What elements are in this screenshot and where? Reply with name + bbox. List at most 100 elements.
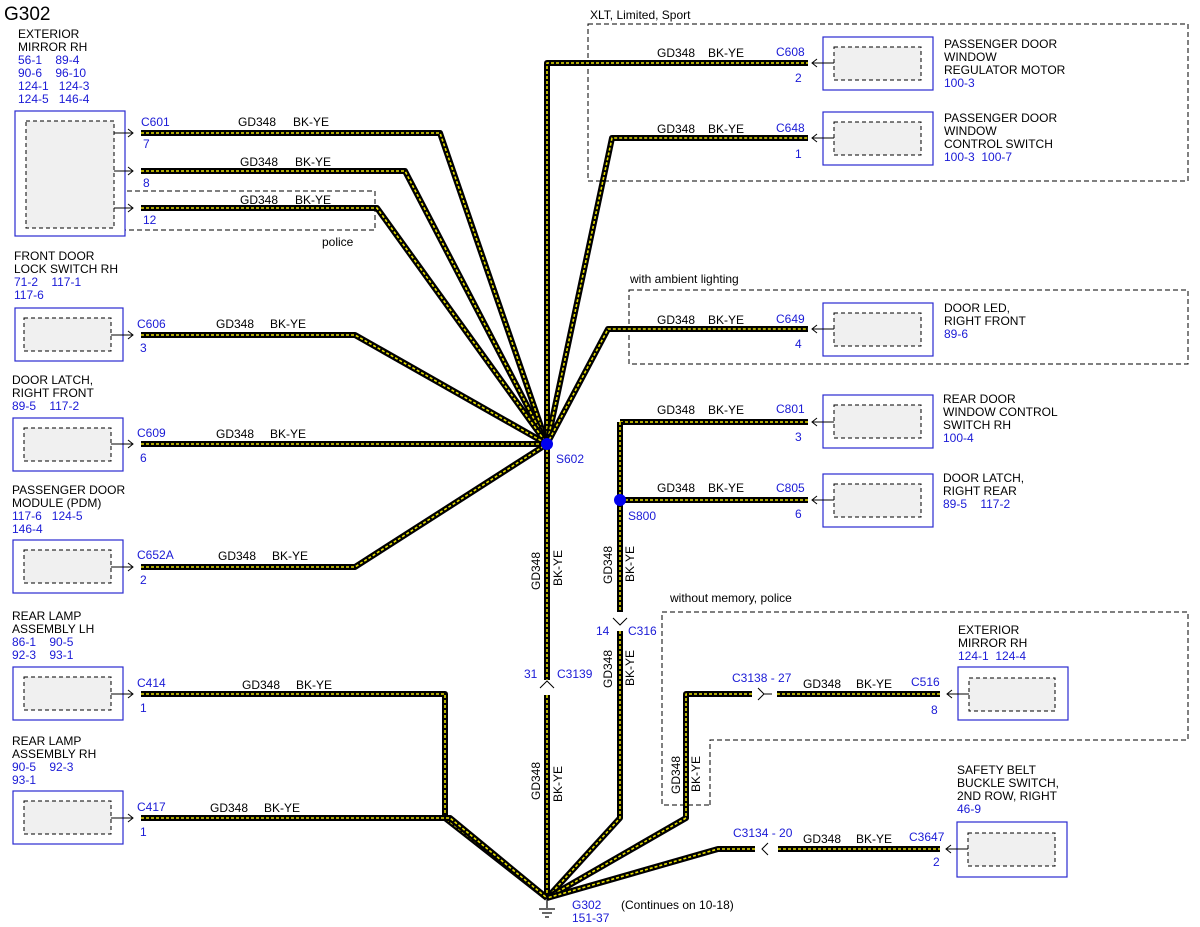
component-rear-door-window-switch: REAR DOOR WINDOW CONTROL SWITCH RH 100-4 bbox=[811, 392, 1058, 449]
svg-text:92-3 93-1: 92-3 93-1 bbox=[12, 648, 74, 662]
svg-text:C316: C316 bbox=[628, 624, 657, 638]
connector-c609-pin: 6 bbox=[140, 451, 147, 465]
wire-color-label: BK-YE bbox=[856, 677, 892, 691]
wire-circuit-label: GD348 bbox=[657, 481, 695, 495]
svg-text:71-2 117-1: 71-2 117-1 bbox=[14, 275, 81, 289]
wire-color-label: BK-YE bbox=[708, 403, 744, 417]
connector-c3647-pin: 2 bbox=[933, 855, 940, 869]
ground-ref: 151-37 bbox=[572, 911, 610, 925]
connector-c649-id: C649 bbox=[776, 312, 805, 326]
connector-c648-pin: 1 bbox=[795, 147, 802, 161]
wire-color-label: BK-YE bbox=[708, 122, 744, 136]
connector-c805-id: C805 bbox=[776, 481, 805, 495]
svg-text:MIRROR RH: MIRROR RH bbox=[958, 636, 1027, 650]
splice-s602 bbox=[541, 438, 553, 450]
group-police-label: police bbox=[322, 235, 354, 249]
ground-symbol-icon bbox=[539, 898, 555, 918]
inline-connector-c316: 14 C316 bbox=[596, 617, 657, 638]
wire-color-label: BK-YE bbox=[293, 115, 329, 129]
svg-text:100-3 100-7: 100-3 100-7 bbox=[944, 150, 1012, 164]
component-exterior-mirror-rh-left: EXTERIOR MIRROR RH 56-1 89-4 90-6 96-10 … bbox=[14, 27, 134, 237]
connector-c516-id: C516 bbox=[911, 675, 940, 689]
wire-circuit-label: GD348 bbox=[657, 403, 695, 417]
wire-color-label: BK-YE bbox=[551, 550, 565, 586]
wire-color-label: BK-YE bbox=[270, 427, 306, 441]
wire-circuit-label: GD348 bbox=[803, 677, 841, 691]
svg-text:WINDOW: WINDOW bbox=[944, 50, 997, 64]
svg-text:SAFETY BELT: SAFETY BELT bbox=[957, 763, 1037, 777]
group-xlt-box bbox=[587, 23, 1189, 182]
connector-c608-id: C608 bbox=[776, 45, 805, 59]
connector-c608-pin: 2 bbox=[795, 71, 802, 85]
svg-text:100-4: 100-4 bbox=[943, 431, 974, 445]
component-door-led-right-front: DOOR LED, RIGHT FRONT 89-6 bbox=[811, 301, 1026, 357]
svg-text:124-1 124-3: 124-1 124-3 bbox=[18, 79, 90, 93]
component-rear-lamp-assembly-rh: REAR LAMP ASSEMBLY RH 90-5 92-3 93-1 bbox=[12, 734, 134, 845]
connector-c606-id: C606 bbox=[137, 317, 166, 331]
wire-circuit-label: GD348 bbox=[240, 193, 278, 207]
svg-text:WINDOW: WINDOW bbox=[944, 124, 997, 138]
svg-text:ASSEMBLY RH: ASSEMBLY RH bbox=[12, 747, 96, 761]
wire-circuit-label: GD348 bbox=[240, 155, 278, 169]
svg-text:31: 31 bbox=[524, 667, 538, 681]
svg-text:REGULATOR MOTOR: REGULATOR MOTOR bbox=[944, 63, 1066, 77]
wire-color-label: BK-YE bbox=[708, 46, 744, 60]
wire-circuit-label: GD348 bbox=[218, 549, 256, 563]
wire-color-label: BK-YE bbox=[708, 481, 744, 495]
component-exterior-mirror-rh-right: EXTERIOR MIRROR RH 124-1 124-4 bbox=[946, 623, 1069, 721]
splice-s800 bbox=[614, 494, 626, 506]
svg-text:C3134 - 20: C3134 - 20 bbox=[733, 826, 793, 840]
svg-text:56-1 89-4: 56-1 89-4 bbox=[18, 53, 80, 67]
wire-circuit-label: GD348 bbox=[242, 678, 280, 692]
wire-circuit-label: GD348 bbox=[216, 427, 254, 441]
wire-circuit-label: GD348 bbox=[657, 122, 695, 136]
component-window-control-switch: PASSENGER DOOR WINDOW CONTROL SWITCH 100… bbox=[811, 111, 1057, 166]
connector-c652a-id: C652A bbox=[137, 548, 174, 562]
connector-c801-pin: 3 bbox=[795, 430, 802, 444]
inline-connector-c3134: C3134 - 20 bbox=[733, 826, 793, 856]
svg-text:REAR LAMP: REAR LAMP bbox=[12, 609, 81, 623]
svg-text:2ND ROW, RIGHT: 2ND ROW, RIGHT bbox=[957, 789, 1058, 803]
svg-text:90-6 96-10: 90-6 96-10 bbox=[18, 66, 86, 80]
inline-connector-c3139: 31 C3139 bbox=[524, 667, 593, 689]
group-xlt-label: XLT, Limited, Sport bbox=[590, 8, 691, 22]
svg-text:MODULE (PDM): MODULE (PDM) bbox=[12, 496, 101, 510]
wire-circuit-label: GD348 bbox=[210, 801, 248, 815]
svg-text:PASSENGER DOOR: PASSENGER DOOR bbox=[12, 483, 125, 497]
page-title: G302 bbox=[4, 4, 50, 25]
wire-circuit-label: GD348 bbox=[803, 832, 841, 846]
connector-c601-pin: 7 bbox=[143, 137, 150, 151]
splice-s602-label: S602 bbox=[556, 452, 584, 466]
svg-text:FRONT DOOR: FRONT DOOR bbox=[14, 249, 95, 263]
connector-c652a-pin: 2 bbox=[140, 573, 147, 587]
component-window-regulator-motor: PASSENGER DOOR WINDOW REGULATOR MOTOR 10… bbox=[811, 36, 1066, 91]
wire-color-label: BK-YE bbox=[270, 317, 306, 331]
wire-circuit-label: GD348 bbox=[657, 46, 695, 60]
connector-c649-pin: 4 bbox=[795, 337, 802, 351]
wire-color-label: BK-YE bbox=[264, 801, 300, 815]
svg-text:C3139: C3139 bbox=[557, 667, 593, 681]
splice-s800-label: S800 bbox=[628, 509, 656, 523]
wire-circuit-label: GD348 bbox=[669, 756, 683, 794]
wire-circuit-label: GD348 bbox=[601, 650, 615, 688]
svg-text:REAR LAMP: REAR LAMP bbox=[12, 734, 81, 748]
svg-text:100-3: 100-3 bbox=[944, 76, 975, 90]
svg-text:PASSENGER DOOR: PASSENGER DOOR bbox=[944, 111, 1057, 125]
wire-color-label: BK-YE bbox=[623, 650, 637, 686]
connector-c414-pin: 1 bbox=[140, 701, 147, 715]
svg-text:89-5 117-2: 89-5 117-2 bbox=[943, 497, 1010, 511]
svg-text:46-9: 46-9 bbox=[957, 802, 981, 816]
svg-text:86-1 90-5: 86-1 90-5 bbox=[12, 635, 74, 649]
svg-text:DOOR LATCH,: DOOR LATCH, bbox=[12, 373, 93, 387]
svg-text:ASSEMBLY LH: ASSEMBLY LH bbox=[12, 622, 94, 636]
svg-text:EXTERIOR: EXTERIOR bbox=[18, 27, 80, 41]
wire-circuit-label: GD348 bbox=[601, 546, 615, 584]
wire-color-label: BK-YE bbox=[551, 766, 565, 802]
svg-text:117-6 124-5: 117-6 124-5 bbox=[12, 509, 83, 523]
svg-text:DOOR LED,: DOOR LED, bbox=[944, 301, 1010, 315]
svg-text:EXTERIOR: EXTERIOR bbox=[958, 623, 1020, 637]
connector-c417-pin: 1 bbox=[140, 825, 147, 839]
svg-text:14: 14 bbox=[596, 624, 610, 638]
component-front-door-lock-switch: FRONT DOOR LOCK SWITCH RH 71-2 117-1 117… bbox=[14, 249, 134, 362]
